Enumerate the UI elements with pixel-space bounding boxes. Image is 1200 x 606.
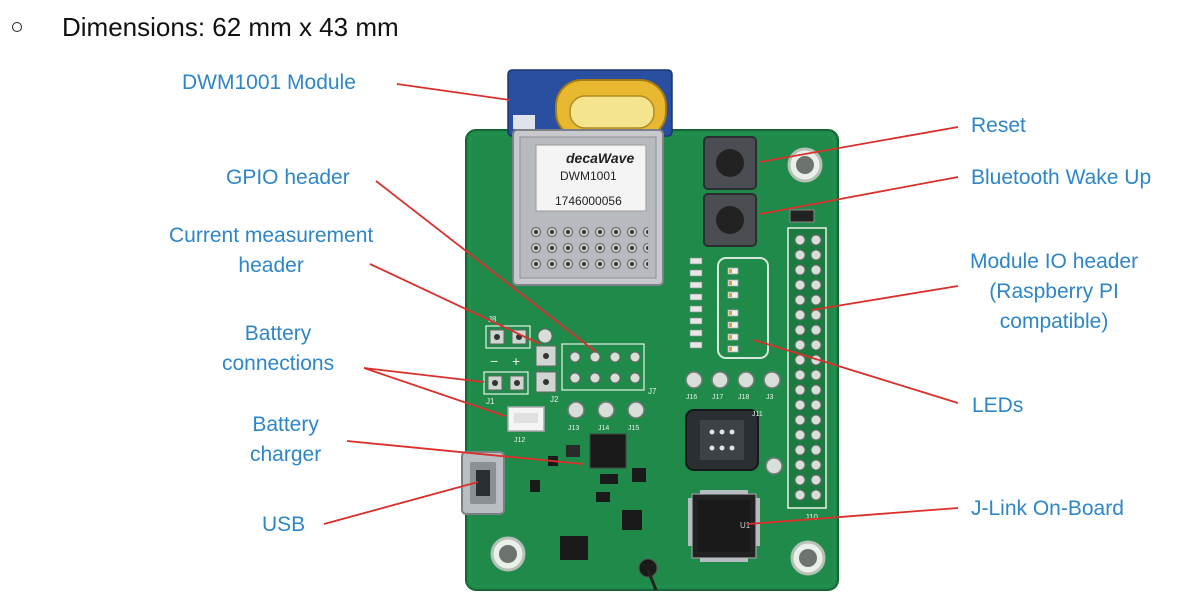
svg-text:−: − (490, 353, 498, 369)
debug-connector-part: J11 (685, 409, 763, 471)
led-area (717, 257, 769, 359)
battery-connector-part: − + J1 J2 (483, 353, 559, 406)
battery-charger-connector-part: J12 (507, 406, 545, 444)
svg-text:J7: J7 (648, 387, 657, 396)
callout-bluetooth-wake-up: Bluetooth Wake Up (971, 166, 1152, 189)
callout-battery-charger: Battery charger (250, 413, 322, 466)
svg-text:J14: J14 (598, 425, 609, 432)
callout-battery-connections: Battery connections (222, 322, 335, 375)
svg-text:J2: J2 (550, 395, 559, 404)
module-brand: decaWave (566, 150, 634, 166)
svg-text:J12: J12 (514, 437, 525, 444)
usb-connector-part (461, 451, 505, 515)
svg-text:J13: J13 (568, 425, 579, 432)
svg-text:J16: J16 (686, 394, 697, 401)
io-header-part: J10 (787, 227, 827, 522)
gpio-header-part: J7 (561, 343, 657, 396)
charger-ic-part (566, 433, 646, 484)
dwm1001-module: decaWave DWM1001 1746000056 (507, 69, 673, 286)
svg-text:+: + (512, 353, 520, 369)
callout-module-io-header: Module IO header (Raspberry PI compatibl… (970, 250, 1139, 333)
callout-leds: LEDs (972, 394, 1024, 417)
mounting-holes (490, 147, 826, 576)
module-model: DWM1001 (560, 169, 617, 183)
reset-button-part (703, 136, 757, 190)
svg-text:J18: J18 (738, 394, 749, 401)
svg-text:J3: J3 (766, 394, 774, 401)
svg-text:J1: J1 (486, 397, 495, 406)
wake-button-part (703, 193, 757, 247)
callout-usb: USB (262, 513, 306, 536)
svg-text:U1: U1 (740, 521, 751, 530)
callout-dwm1001-module: DWM1001 Module (182, 71, 356, 94)
svg-text:J15: J15 (628, 425, 639, 432)
svg-text:J11: J11 (752, 411, 763, 418)
callout-gpio-header: GPIO header (226, 166, 350, 189)
svg-text:J8: J8 (488, 315, 497, 324)
callout-reset: Reset (971, 114, 1026, 137)
svg-text:J17: J17 (712, 394, 723, 401)
callout-jlink-on-board: J-Link On-Board (971, 497, 1124, 520)
callout-current-measurement-header: Current measurement header (169, 224, 374, 277)
dimensions-heading: Dimensions: 62 mm x 43 mm (62, 12, 399, 42)
svg-text:J10: J10 (805, 513, 818, 522)
leader-lines (323, 83, 959, 525)
bullet-icon (12, 22, 22, 32)
module-serial: 1746000056 (555, 194, 622, 208)
jlink-chip-part: U1 (688, 490, 760, 562)
